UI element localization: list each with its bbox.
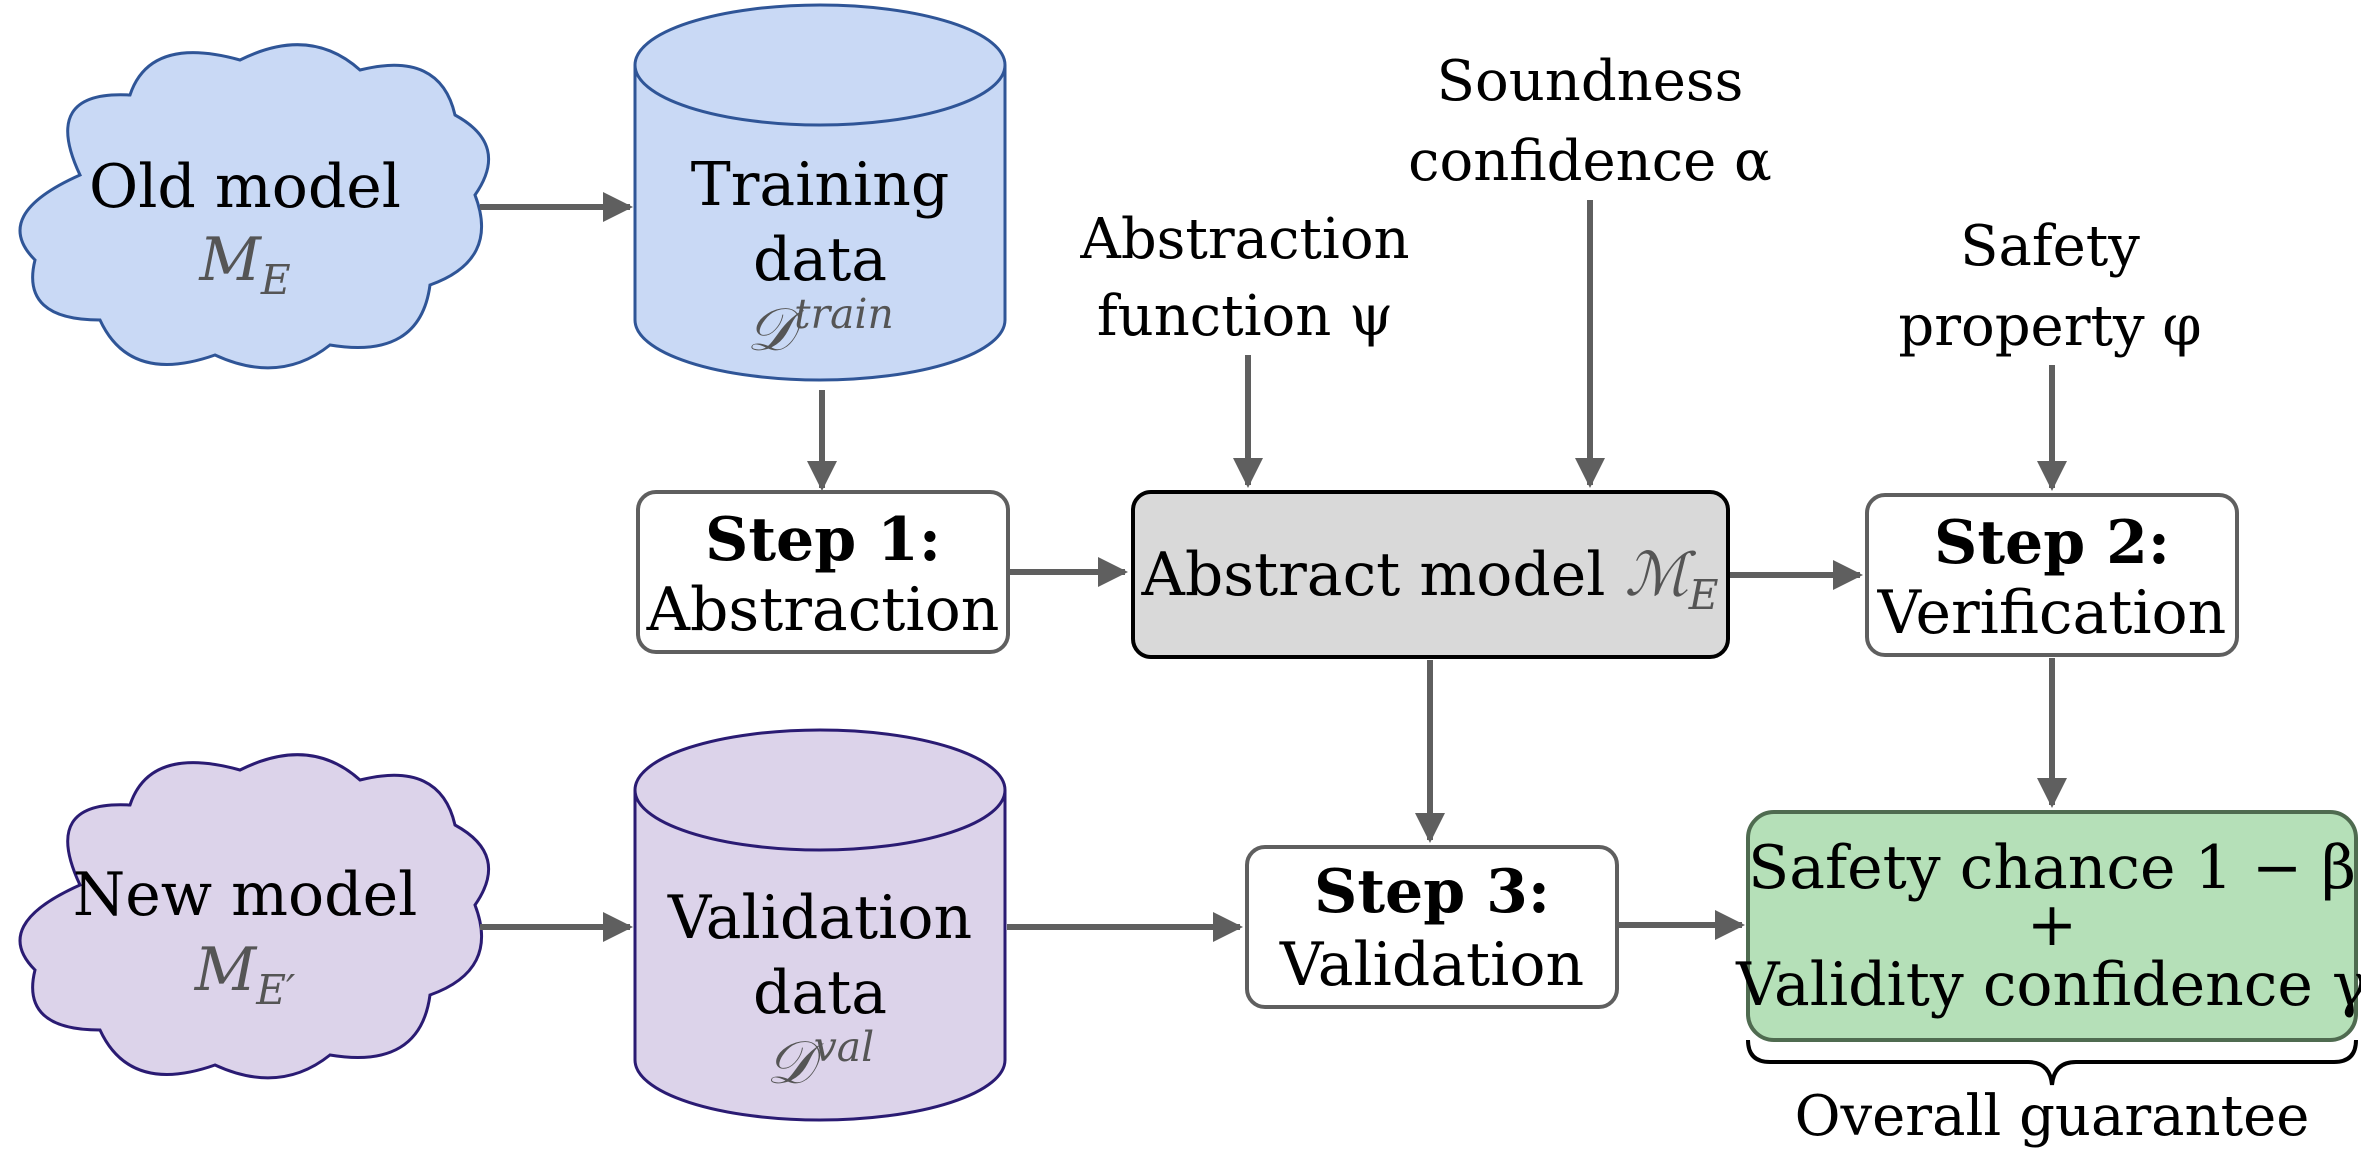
validation-data-symbol: 𝒟val (766, 1023, 874, 1098)
validation-data-cylinder: Validation data 𝒟val (633, 728, 1007, 1122)
abstraction-function-label-2: function ψ (1097, 284, 1393, 349)
step3-box: Step 3: Validation (1245, 845, 1619, 1009)
abstract-model-label: Abstract model ℳE (1140, 540, 1718, 619)
safety-property-label-1: Safety (1960, 214, 2140, 279)
training-data-cylinder: Training data 𝒟train (633, 3, 1007, 382)
step3-text: Validation (1279, 930, 1584, 1000)
step2-title: Step 2: (1934, 508, 2170, 578)
old-model-label: Old model (89, 152, 401, 222)
training-data-label-2: data (753, 225, 887, 295)
safety-chance-label: Safety chance 1 − β (1748, 833, 2356, 903)
step2-box: Step 2: Verification (1865, 493, 2239, 657)
validation-data-label-2: data (753, 958, 887, 1028)
step1-text: Abstraction (646, 575, 1000, 645)
overall-guarantee-label: Overall guarantee (1795, 1084, 2310, 1149)
new-model-symbol: ME′ (194, 935, 295, 1014)
validation-data-label-1: Validation (667, 883, 972, 953)
old-model-symbol: ME (198, 225, 290, 304)
step1-title: Step 1: (705, 505, 941, 575)
step2-text: Verification (1877, 578, 2227, 648)
new-model-label: New model (73, 860, 418, 930)
validity-confidence-label: Validity confidence γ (1735, 950, 2361, 1020)
step3-title: Step 3: (1314, 857, 1550, 927)
plus-sign: + (2027, 890, 2077, 960)
safety-property-label-2: property φ (1898, 294, 2201, 359)
training-data-label-1: Training (691, 150, 950, 220)
abstract-model-box: Abstract model ℳE (1131, 490, 1730, 659)
step1-box: Step 1: Abstraction (636, 490, 1010, 654)
soundness-label-1: Soundness (1437, 49, 1744, 114)
result-box: Safety chance 1 − β + Validity confidenc… (1735, 810, 2361, 1042)
abstraction-function-label-1: Abstraction (1079, 207, 1409, 272)
arrows (480, 192, 2067, 942)
overall-brace (1746, 1039, 2358, 1086)
soundness-label-2: confidence α (1408, 129, 1772, 194)
old-model-cloud: Old model ME (18, 43, 491, 370)
new-model-cloud: New model ME′ (18, 753, 491, 1080)
